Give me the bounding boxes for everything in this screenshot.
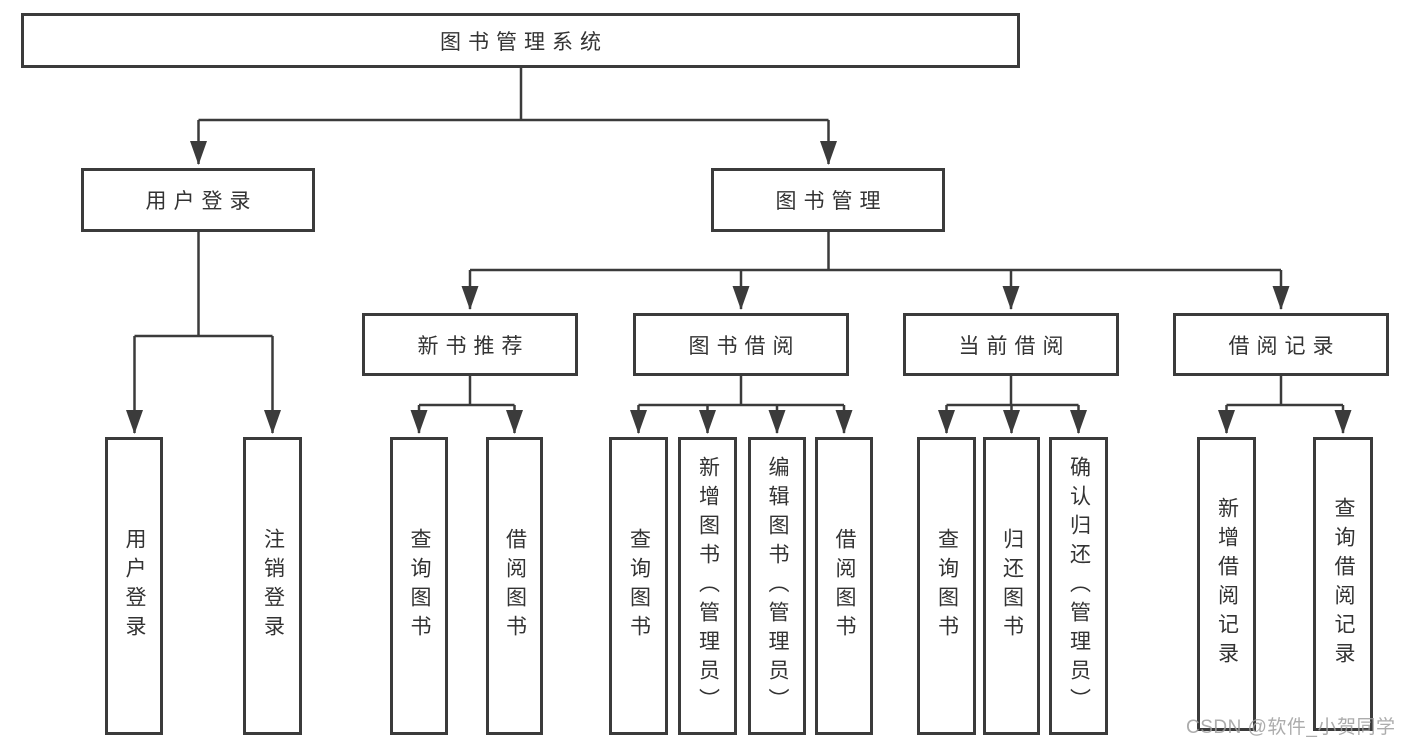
leaf-logout-login-label: 注销登录	[261, 528, 285, 644]
leaf-add-books-admin-label: 新增图书（管理员）	[696, 455, 720, 717]
leaf-logout-login: 注销登录	[243, 437, 302, 735]
node-library-management-system: 图书管理系统	[21, 13, 1020, 68]
leaf-borrow-books-newbook-label: 借阅图书	[503, 528, 527, 644]
leaf-add-borrow-record-label: 新增借阅记录	[1215, 497, 1239, 671]
leaf-edit-books-admin: 编辑图书（管理员）	[748, 437, 806, 735]
leaf-borrow-books-borrow-label: 借阅图书	[833, 528, 856, 644]
leaf-query-borrow-record-label: 查询借阅记录	[1332, 497, 1355, 671]
node-user-login: 用户登录	[81, 168, 315, 232]
leaf-query-books-newbook: 查询图书	[390, 437, 448, 735]
leaf-borrow-books-newbook: 借阅图书	[486, 437, 543, 735]
leaf-add-borrow-record: 新增借阅记录	[1197, 437, 1256, 731]
leaf-user-login: 用户登录	[105, 437, 163, 735]
leaf-query-books-current-label: 查询图书	[935, 528, 959, 644]
connector-current-trunk	[946, 376, 1079, 407]
leaf-add-books-admin: 新增图书（管理员）	[678, 437, 737, 735]
leaf-borrow-books-borrow: 借阅图书	[815, 437, 873, 735]
node-book-borrowing: 图书借阅	[633, 313, 849, 376]
connector-newbook-trunk	[419, 376, 515, 407]
connector-records-trunk	[1226, 376, 1343, 407]
node-borrowing-records: 借阅记录	[1173, 313, 1389, 376]
leaf-query-books-newbook-label: 查询图书	[408, 528, 431, 644]
leaf-query-books-current: 查询图书	[917, 437, 976, 735]
connector-login-trunk	[134, 232, 273, 338]
leaf-return-books-label: 归还图书	[1000, 528, 1024, 644]
connector-bookborrow-trunk	[638, 376, 844, 407]
leaf-edit-books-admin-label: 编辑图书（管理员）	[766, 455, 789, 717]
connector-bookmgmt-trunk	[470, 232, 1281, 272]
leaf-return-books: 归还图书	[983, 437, 1040, 735]
connector-root-trunk	[198, 68, 829, 122]
node-new-book-recommendation: 新书推荐	[362, 313, 578, 376]
node-current-borrowing: 当前借阅	[903, 313, 1119, 376]
leaf-query-books-borrow: 查询图书	[609, 437, 668, 735]
leaf-query-borrow-record: 查询借阅记录	[1313, 437, 1373, 731]
leaf-query-books-borrow-label: 查询图书	[627, 528, 651, 644]
node-book-management: 图书管理	[711, 168, 945, 232]
watermark-csdn: CSDN @软件_小贺同学	[1186, 717, 1396, 738]
leaf-confirm-return-admin-label: 确认归还（管理员）	[1067, 455, 1091, 717]
leaf-confirm-return-admin: 确认归还（管理员）	[1049, 437, 1108, 735]
leaf-user-login-label: 用户登录	[123, 528, 146, 644]
